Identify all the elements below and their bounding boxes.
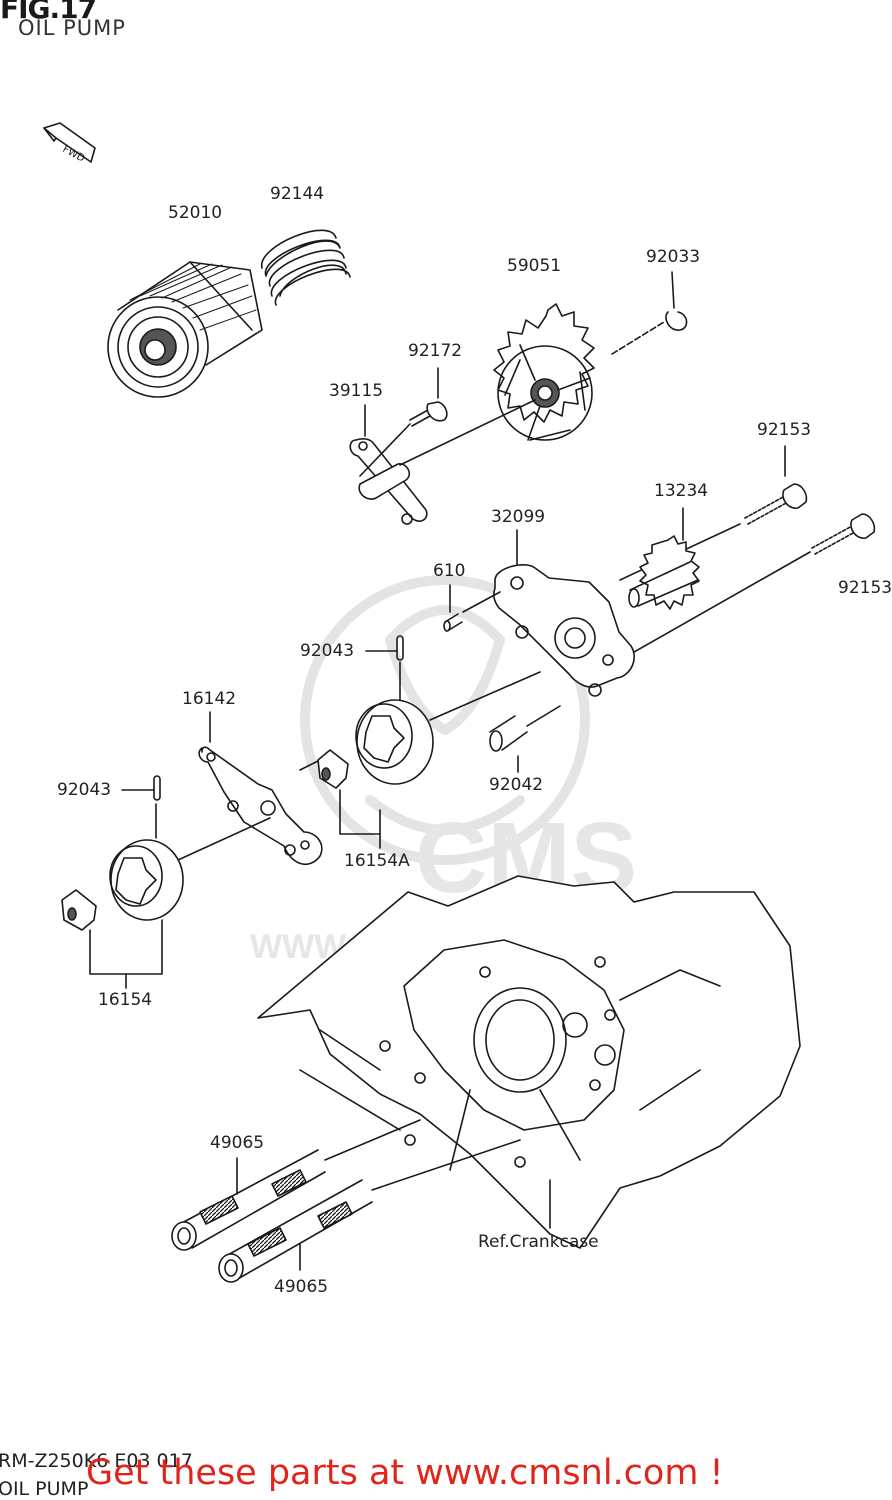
part-label-59051: 59051 — [507, 256, 562, 276]
part-label-92153-upper: 92153 — [757, 420, 812, 440]
bolt-92153-lower — [619, 513, 876, 661]
part-label-52010: 52010 — [168, 203, 223, 223]
oil-pump-drive-gear — [493, 303, 595, 441]
diagram-code: RM-Z250K6 E03 017 — [0, 1450, 193, 1472]
dowel-92042 — [489, 705, 561, 773]
part-label-92172: 92172 — [408, 341, 463, 361]
pin-92043-lower — [121, 775, 161, 839]
oil-pump-body — [493, 529, 635, 697]
part-label-13234: 13234 — [654, 481, 709, 501]
oil-filter — [107, 261, 263, 398]
part-label-92153-lower: 92153 — [838, 578, 892, 598]
pin-92043-upper — [365, 635, 404, 701]
circlip — [611, 271, 688, 355]
part-label-16154: 16154 — [98, 990, 153, 1010]
dowel-pin-49065-lower — [218, 1139, 521, 1283]
part-label-49065-upper: 49065 — [210, 1133, 265, 1153]
footer-subtitle: OIL PUMP — [0, 1478, 89, 1500]
figure-number: FIG.17 — [0, 0, 97, 25]
part-label-92043-lower: 92043 — [57, 780, 112, 800]
forward-direction-arrow: FWD — [43, 122, 96, 165]
part-label-32099: 32099 — [491, 507, 546, 527]
part-label-16154A: 16154A — [344, 851, 410, 871]
figure-subtitle: OIL PUMP — [18, 16, 126, 40]
crankcase — [257, 875, 801, 1249]
part-label-92033: 92033 — [646, 247, 701, 267]
part-label-39115: 39115 — [329, 381, 384, 401]
reference-label-crankcase: Ref.Crankcase — [478, 1232, 599, 1252]
pin-610 — [443, 584, 501, 632]
relief-valve-spring — [261, 229, 351, 306]
pump-shaft-plate — [349, 399, 536, 525]
outer-rotor-upper — [355, 671, 541, 785]
part-label-92042: 92042 — [489, 775, 544, 795]
outer-rotor-lower — [109, 839, 184, 921]
watermark — [300, 575, 590, 865]
part-label-16142: 16142 — [182, 689, 237, 709]
inner-rotor-upper — [317, 749, 381, 849]
part-label-610: 610 — [433, 561, 466, 581]
screw-92172 — [359, 367, 448, 477]
dowel-pin-49065-upper — [171, 1119, 421, 1251]
part-label-92144: 92144 — [270, 184, 325, 204]
part-label-92043-upper: 92043 — [300, 641, 355, 661]
pump-plate — [177, 711, 323, 866]
part-label-49065-lower: 49065 — [274, 1277, 329, 1297]
inner-rotor-lower — [61, 889, 163, 989]
promo-link-text[interactable]: Get these parts at www.cmsnl.com ! — [86, 1453, 724, 1493]
pump-shaft-gear — [628, 507, 700, 610]
